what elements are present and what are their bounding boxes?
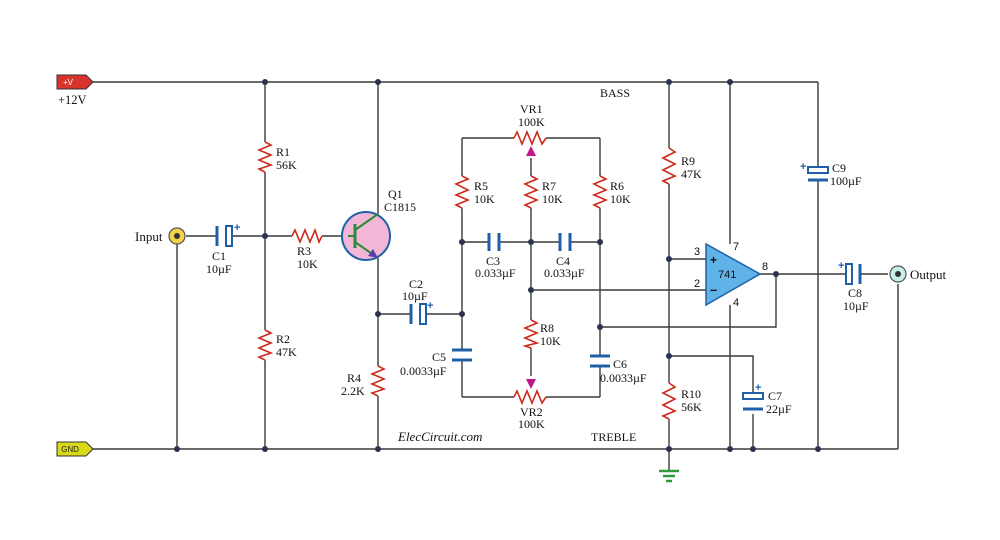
svg-text:+: + <box>838 260 844 272</box>
c4-name: C4 <box>556 254 570 268</box>
svg-text:+: + <box>800 161 806 173</box>
q1-value: C1815 <box>384 200 416 214</box>
resistor-r8-icon <box>522 319 540 349</box>
r10-name: R10 <box>681 387 701 401</box>
r5-name: R5 <box>474 179 488 193</box>
r5-value: 10K <box>474 192 495 206</box>
watermark: ElecCircuit.com <box>397 429 482 444</box>
opamp-pin3: 3 <box>694 246 700 258</box>
resistor-r7-icon <box>522 175 540 209</box>
c6-value: 0.0033µF <box>600 371 647 385</box>
c3-name: C3 <box>486 254 500 268</box>
opamp-pin7: 7 <box>733 241 739 253</box>
transistor-q1-icon <box>341 211 391 261</box>
svg-text:+: + <box>427 300 433 312</box>
c9-name: C9 <box>832 161 846 175</box>
r7-value: 10K <box>542 192 563 206</box>
svg-text:+: + <box>755 382 761 394</box>
c7-name: C7 <box>768 389 782 403</box>
opamp-pin8: 8 <box>762 261 768 273</box>
r3-value: 10K <box>297 257 318 271</box>
gnd-tag-text: GND <box>61 445 79 454</box>
gnd-tag: GND <box>56 441 94 457</box>
input-label: Input <box>135 229 163 244</box>
c1-value: 10µF <box>206 262 232 276</box>
ground-icon <box>659 469 679 483</box>
resistor-r3-icon <box>291 227 323 245</box>
vplus-tag-text: +V <box>63 78 74 87</box>
r4-value: 2.2K <box>341 384 365 398</box>
r10-value: 56K <box>681 400 702 414</box>
q1-name: Q1 <box>388 187 403 201</box>
resistor-r5-icon <box>453 175 471 209</box>
c1-name: C1 <box>212 249 226 263</box>
opamp-741-icon: + – 741 <box>705 242 762 307</box>
c4-value: 0.033µF <box>544 266 585 280</box>
resistor-r9-icon <box>661 147 677 185</box>
r8-name: R8 <box>540 321 554 335</box>
capacitor-c7-icon: + <box>742 382 764 411</box>
output-jack-icon <box>889 265 907 283</box>
resistor-r6-icon <box>591 175 609 209</box>
r8-value: 10K <box>540 334 561 348</box>
r2-name: R2 <box>276 332 290 346</box>
r2-value: 47K <box>276 345 297 359</box>
potentiometer-vr2-icon <box>513 379 547 406</box>
c3-value: 0.033µF <box>475 266 516 280</box>
bass-label: BASS <box>600 86 630 100</box>
capacitor-c5-icon <box>452 348 472 362</box>
resistor-r1-icon <box>256 141 274 173</box>
c2-name: C2 <box>409 277 423 291</box>
opamp-pin2: 2 <box>694 278 700 290</box>
c8-value: 10µF <box>843 299 869 313</box>
r3-name: R3 <box>297 244 311 258</box>
junction-dots <box>174 79 821 452</box>
svg-text:–: – <box>710 282 717 297</box>
input-jack-icon <box>168 227 186 245</box>
c7-value: 22µF <box>766 402 792 416</box>
capacitor-c2-icon: + <box>409 300 433 325</box>
output-label: Output <box>910 267 947 282</box>
r9-name: R9 <box>681 154 695 168</box>
vr2-name: VR2 <box>520 405 543 419</box>
r7-name: R7 <box>542 179 556 193</box>
c2-value: 10µF <box>402 289 428 303</box>
vr2-value: 100K <box>518 417 545 431</box>
c6-name: C6 <box>613 357 627 371</box>
capacitor-c3-icon <box>487 233 501 251</box>
resistor-r10-icon <box>661 382 677 420</box>
wires <box>93 81 899 470</box>
r6-name: R6 <box>610 179 624 193</box>
r4-name: R4 <box>347 371 361 385</box>
capacitor-c9-icon: + <box>800 161 829 182</box>
r1-name: R1 <box>276 145 290 159</box>
c8-name: C8 <box>848 286 862 300</box>
treble-label: TREBLE <box>591 430 636 444</box>
c9-value: 100µF <box>830 174 862 188</box>
opamp-label: 741 <box>718 269 736 281</box>
c5-value: 0.0033µF <box>400 364 447 378</box>
resistor-r2-icon <box>256 329 274 361</box>
svg-text:+: + <box>710 253 717 267</box>
vplus-tag: +V <box>56 74 94 90</box>
vr1-value: 100K <box>518 115 545 129</box>
capacitor-c1-icon: + <box>215 222 240 247</box>
vplus-label: +12V <box>58 93 87 107</box>
capacitor-c8-icon: + <box>838 260 862 285</box>
svg-text:+: + <box>234 222 240 234</box>
r6-value: 10K <box>610 192 631 206</box>
r1-value: 56K <box>276 158 297 172</box>
capacitor-c6-icon <box>590 354 610 368</box>
potentiometer-vr1-icon <box>513 129 547 156</box>
vr1-name: VR1 <box>520 102 543 116</box>
opamp-pin4: 4 <box>733 297 739 309</box>
capacitor-c4-icon <box>558 233 572 251</box>
r9-value: 47K <box>681 167 702 181</box>
c5-name: C5 <box>432 350 446 364</box>
resistor-r4-icon <box>369 365 387 397</box>
